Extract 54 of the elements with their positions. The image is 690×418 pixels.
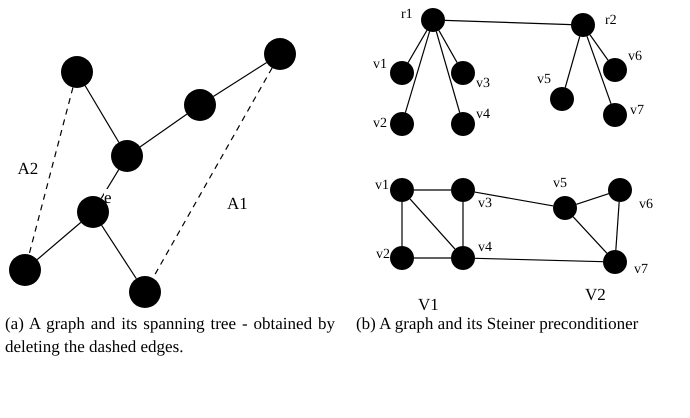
vertex-label: v6 xyxy=(639,198,653,212)
vertex-label: v5 xyxy=(537,73,551,87)
vertex-label: r1 xyxy=(401,8,413,22)
vertex-label: v2 xyxy=(373,117,387,131)
vertex-label: v4 xyxy=(476,108,490,122)
edge-line xyxy=(572,216,608,254)
vertex-dot xyxy=(61,56,93,88)
group-label: V2 xyxy=(585,284,606,306)
vertex-label: v3 xyxy=(478,197,492,211)
vertex-label: v6 xyxy=(628,50,642,64)
edge-line xyxy=(462,202,464,246)
edge-line xyxy=(140,114,188,148)
vertex-dot xyxy=(77,196,109,228)
vertex-label: v7 xyxy=(634,263,648,277)
vertex-label: v1 xyxy=(373,58,387,72)
vertex-dot xyxy=(9,254,41,286)
edge-line xyxy=(101,225,137,279)
vertex-label: v1 xyxy=(375,179,389,193)
edge-line xyxy=(410,198,456,250)
vertex-label: v2 xyxy=(376,248,390,262)
vertex-label: r2 xyxy=(605,14,617,28)
vertex-label: v3 xyxy=(476,77,490,91)
edge-label: A2 xyxy=(18,160,38,176)
vertex-label: v4 xyxy=(478,241,492,255)
group-label: V1 xyxy=(418,294,439,316)
edge-line xyxy=(401,202,403,246)
edge-line xyxy=(438,30,458,63)
figure-caption: (a) A graph and its spanning tree - obtained by deleting the dashed edges. xyxy=(5,313,335,358)
vertex-dot xyxy=(129,276,161,308)
edge-line xyxy=(414,257,451,259)
edge-line xyxy=(436,31,460,113)
vertex-dot xyxy=(111,140,143,172)
dashed-edge xyxy=(28,87,74,255)
edge-line xyxy=(576,193,609,205)
edge-line xyxy=(36,222,82,260)
edge-line xyxy=(213,62,267,97)
vertex-label: v7 xyxy=(630,104,644,118)
edge-line xyxy=(84,85,120,143)
edge-line xyxy=(408,30,428,63)
edge-line xyxy=(444,20,572,26)
figure-caption: (b) A graph and its Steiner preconditioner xyxy=(356,313,640,335)
vertex-dot xyxy=(264,38,296,70)
edge-line xyxy=(564,36,580,88)
edge-line xyxy=(474,192,554,206)
edge-line xyxy=(615,202,620,250)
edge-label: A1 xyxy=(227,194,248,212)
edge-line xyxy=(404,31,430,113)
edge-line xyxy=(474,258,604,262)
edge-line xyxy=(586,36,612,104)
edge-line xyxy=(100,169,120,199)
edge-line xyxy=(414,189,451,191)
vertex-label: v5 xyxy=(553,177,567,191)
vertex-dot xyxy=(184,89,216,121)
edge-line xyxy=(589,34,609,61)
